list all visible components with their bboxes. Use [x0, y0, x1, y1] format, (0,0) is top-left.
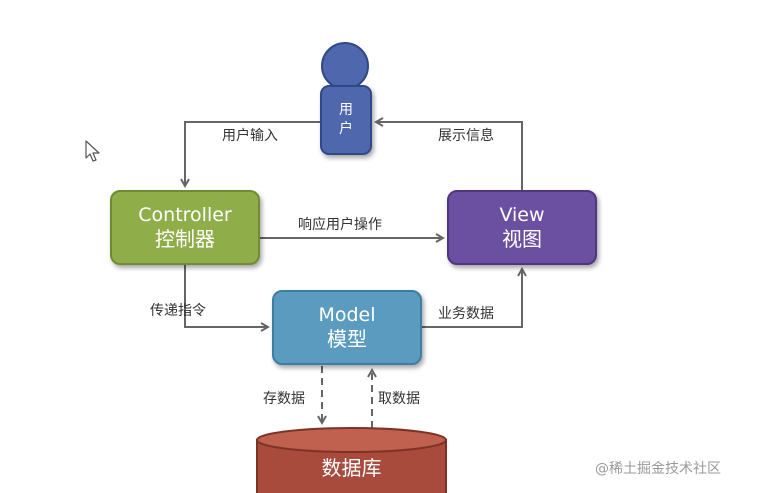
edge-model-to-view	[422, 269, 522, 328]
mouse-pointer-icon	[85, 140, 100, 162]
edge-controller-to-model	[184, 265, 268, 327]
edge-label-fetch-data: 取数据	[378, 391, 420, 407]
user-node: 用 户	[320, 85, 372, 155]
model-subtitle: 模型	[327, 326, 367, 351]
edge-label-store-data: 存数据	[263, 391, 305, 407]
database-cylinder	[256, 427, 447, 493]
user-label-line1: 用	[339, 102, 353, 119]
database-label: 数据库	[321, 456, 382, 480]
edge-user-to-controller	[185, 121, 320, 186]
controller-node: Controller 控制器	[110, 190, 260, 265]
view-title: View	[499, 204, 545, 227]
edge-view-to-user	[376, 122, 523, 190]
controller-subtitle: 控制器	[155, 226, 215, 251]
edge-label-show-info: 展示信息	[438, 128, 494, 144]
view-subtitle: 视图	[502, 226, 542, 251]
view-node: View 视图	[447, 190, 597, 265]
controller-title: Controller	[138, 204, 232, 227]
edge-label-respond-user-op: 响应用户操作	[298, 217, 382, 233]
edge-label-pass-command: 传递指令	[150, 303, 206, 319]
model-node: Model 模型	[272, 290, 422, 365]
user-label-line2: 户	[339, 121, 353, 137]
user-head	[321, 42, 369, 90]
edge-label-user-input: 用户输入	[222, 128, 278, 144]
watermark: @稀土掘金技术社区	[595, 461, 721, 477]
model-title: Model	[318, 304, 376, 327]
edge-label-business-data: 业务数据	[438, 306, 494, 322]
